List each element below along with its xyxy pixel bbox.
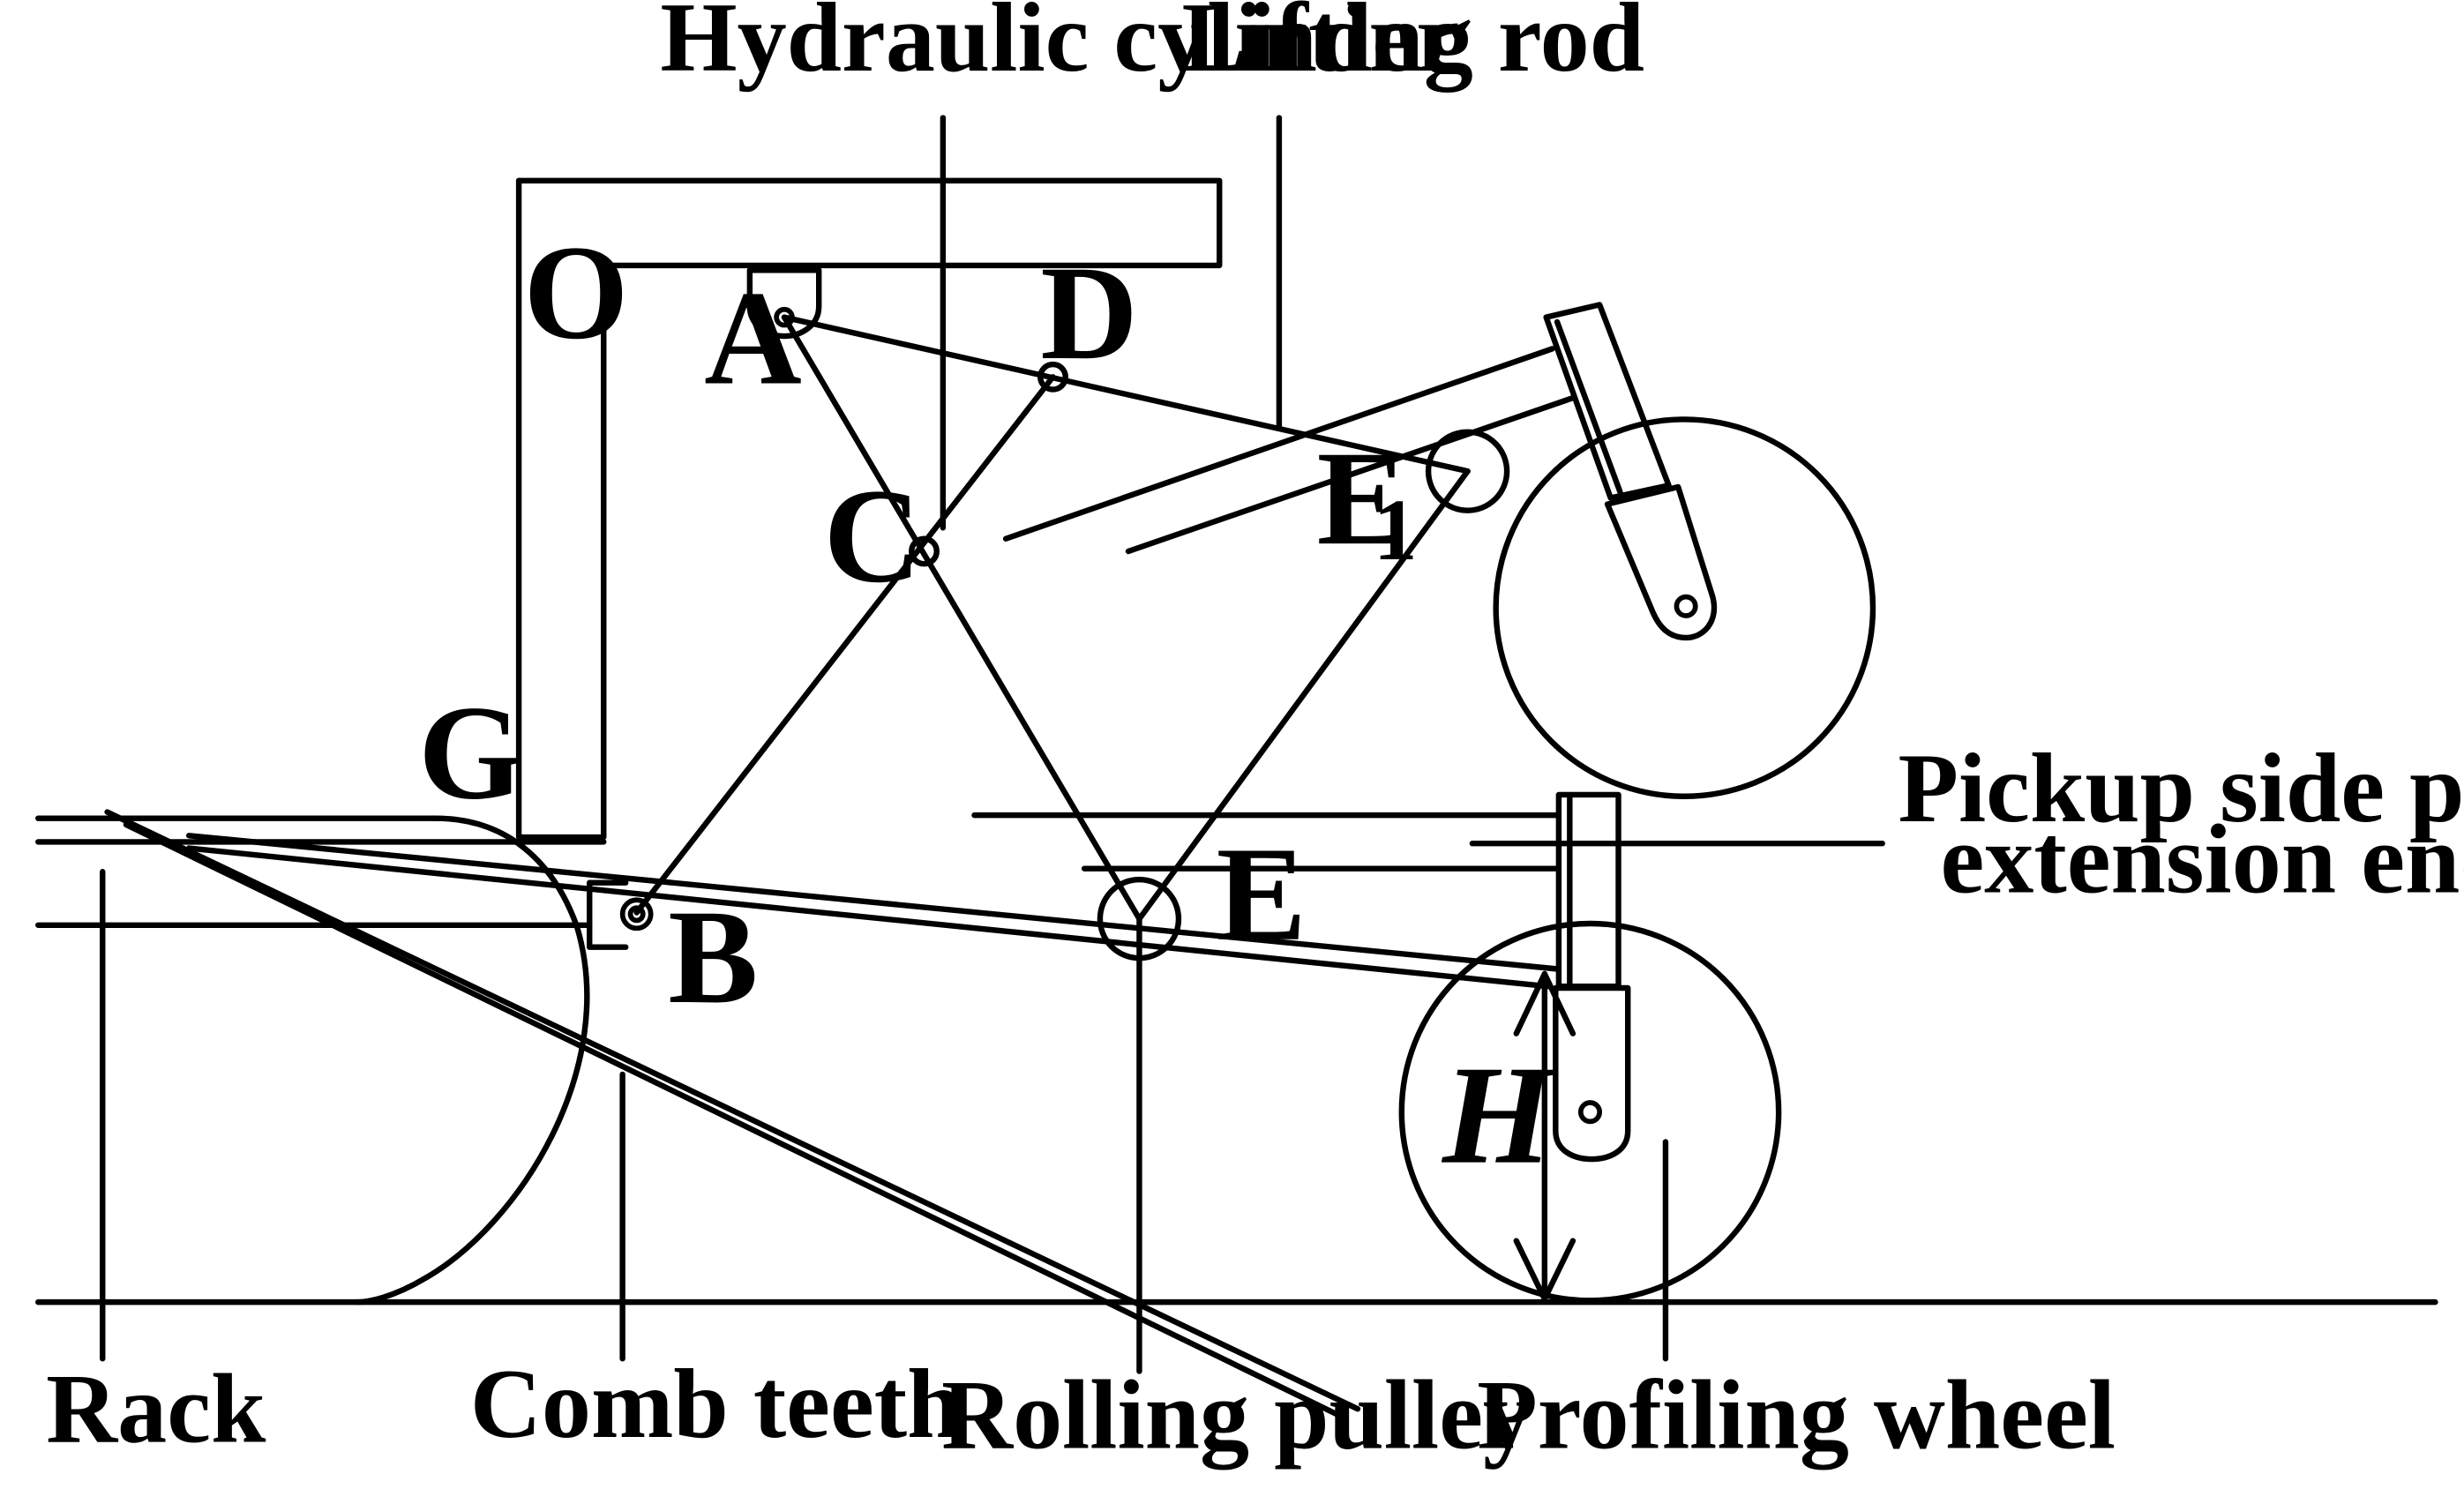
lower-wheel-post (1555, 791, 1621, 990)
link-A-E (781, 314, 1142, 922)
upper-profiling-wheel (1493, 416, 1876, 799)
joint-C (909, 535, 940, 567)
joint-A (774, 306, 795, 328)
lower-profiling-wheel (1398, 920, 1782, 1304)
point-label-O: O (523, 219, 628, 368)
rolling-pulley-E1 (1425, 429, 1510, 513)
point-label-E1: E (1317, 424, 1407, 573)
joint-D (1037, 361, 1068, 393)
upper-arm-line-a (1002, 346, 1555, 542)
pickup-side-plate-lower (185, 845, 1551, 990)
joint-B-inner (627, 905, 646, 924)
pickup-drum-outline (354, 815, 590, 1306)
joint-B-bracket (587, 879, 629, 950)
lower-wheel-axle (1577, 1100, 1603, 1125)
joint-A-bracket (746, 267, 822, 340)
upper-arm-line-b (1125, 394, 1577, 555)
point-label-E1-subscript: 1 (1374, 481, 1418, 579)
joint-B-outer (619, 897, 654, 932)
label-comb-teeth: Comb teeth (470, 1350, 962, 1459)
pickup-side-plate-upper (185, 833, 1562, 972)
height-arrow-top (1513, 970, 1577, 1036)
point-label-E: E (1217, 820, 1307, 969)
upper-wheel-fork-bar (1543, 302, 1672, 501)
upper-wheel-fork (1604, 483, 1718, 641)
point-label-G: G (418, 679, 523, 828)
point-label-C: C (824, 462, 922, 611)
point-label-A: A (704, 264, 802, 413)
label-hydraulic-cylinder: Hydraulic cylinder (660, 0, 1460, 93)
link-E-E1 (1136, 468, 1471, 922)
link-A-E1 (781, 314, 1471, 475)
upper-wheel-axle (1674, 594, 1698, 618)
point-label-D: D (1040, 239, 1138, 388)
frame-post (515, 177, 607, 841)
point-label-B: B (668, 883, 758, 1032)
comb-teeth-line-a (104, 809, 1361, 1412)
label-pickup-side-plate-line1: Pickup side plate (1898, 734, 2464, 843)
label-rolling-pulley: Rolling pulley (941, 1361, 1532, 1470)
label-profiling-wheel: Profiling wheel (1477, 1361, 2116, 1470)
link-D-B (633, 374, 1056, 916)
label-rack: Rack (46, 1355, 266, 1464)
frame-top-beam (515, 177, 1223, 269)
label-lifting-rod: Lifting rod (1182, 0, 1645, 93)
label-pickup-side-plate-line2: extension end (1941, 804, 2464, 914)
dimension-label-H: H (1441, 1036, 1556, 1193)
height-arrow-bottom (1513, 1238, 1577, 1302)
lower-wheel-fork (1553, 984, 1631, 1163)
